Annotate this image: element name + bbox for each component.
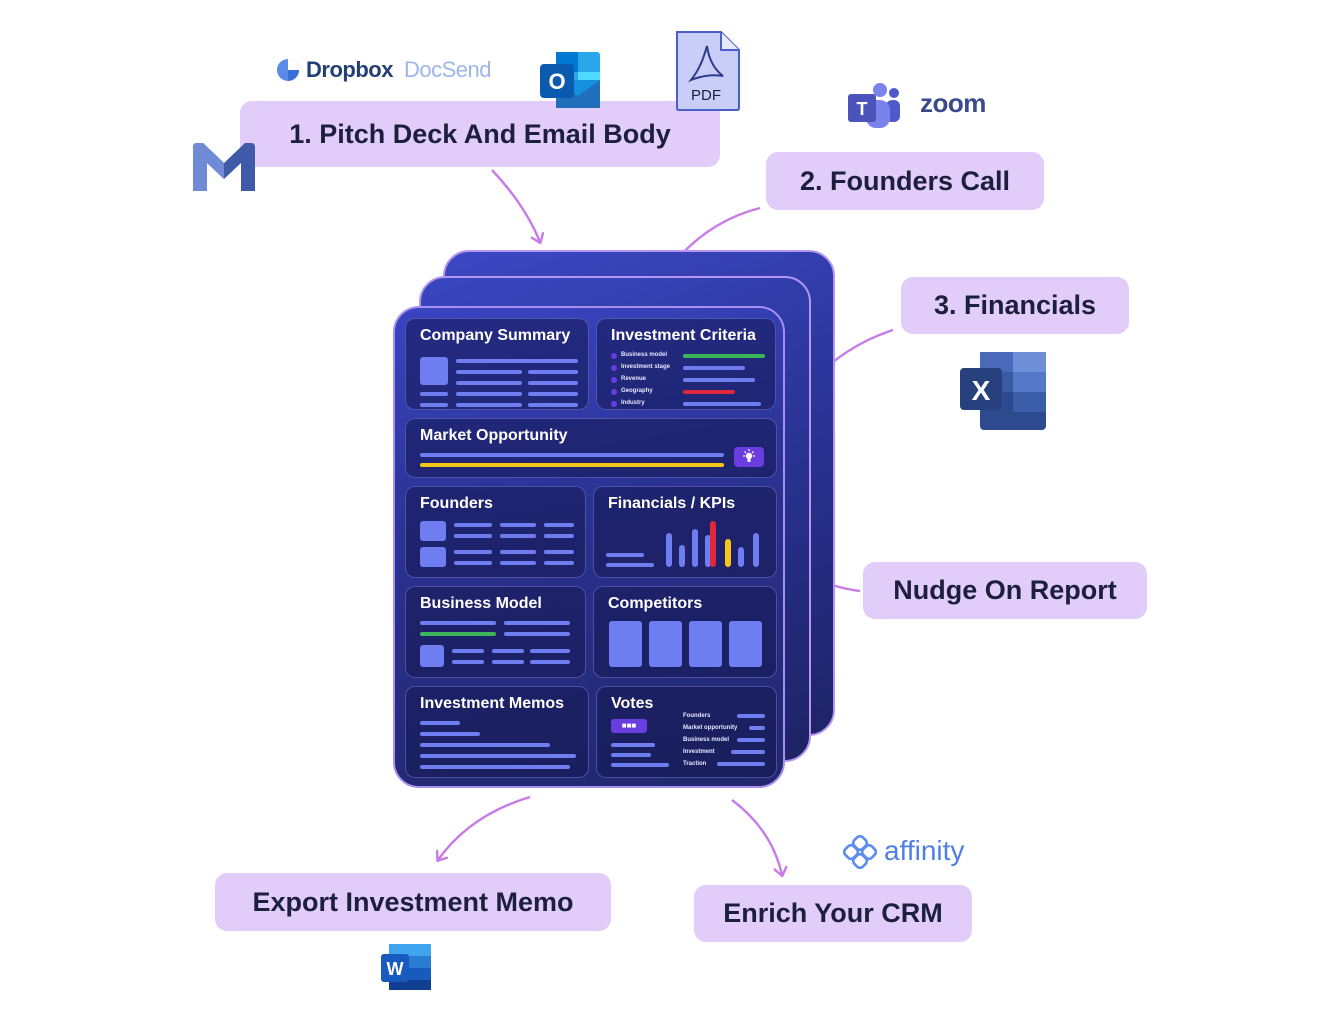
affinity-icon: [843, 835, 877, 869]
zoom-logo: zoom: [920, 88, 986, 118]
step-founders-call: 2. Founders Call: [766, 152, 1044, 210]
docsend-logo: Dropbox DocSend: [276, 56, 516, 84]
outlook-letter: O: [548, 69, 565, 94]
arrow-crm: [731, 799, 782, 875]
card-title: Investment Memos: [420, 695, 565, 712]
outlook-icon: O: [540, 52, 600, 108]
card-investment-criteria: Investment Criteria Business model Inves…: [596, 318, 776, 410]
arrow-export: [438, 795, 531, 860]
step-enrich-crm: Enrich Your CRM: [694, 885, 972, 942]
step-financials: 3. Financials: [901, 277, 1129, 334]
step-pitch-deck: 1. Pitch Deck And Email Body: [240, 101, 720, 167]
word-icon: W: [381, 944, 431, 990]
card-title: Company Summary: [420, 327, 571, 344]
card-founders: Founders: [405, 486, 586, 578]
card-investment-memos: Investment Memos: [405, 686, 589, 778]
excel-icon: X: [960, 352, 1046, 430]
card-votes: Votes ■■■ Founders Market opportunity Bu…: [596, 686, 777, 778]
teams-icon: T: [848, 83, 900, 128]
card-financials-kpis: Financials / KPIs: [593, 486, 777, 578]
card-title: Business Model: [420, 595, 542, 612]
card-market-opportunity: Market Opportunity: [405, 418, 777, 478]
card-title: Votes: [611, 695, 654, 712]
pdf-icon: PDF: [676, 31, 740, 111]
excel-letter: X: [972, 375, 991, 406]
word-letter: W: [387, 959, 404, 979]
docsend-text: DocSend: [404, 57, 492, 82]
card-title: Investment Criteria: [611, 327, 756, 344]
card-title: Market Opportunity: [420, 427, 568, 444]
docsend-icon: [277, 59, 299, 81]
card-title: Founders: [420, 495, 493, 512]
step-export-memo: Export Investment Memo: [215, 873, 611, 931]
dropbox-text: Dropbox: [306, 57, 393, 82]
step-nudge: Nudge On Report: [863, 562, 1147, 619]
pdf-label: PDF: [691, 87, 721, 104]
lightbulb-icon: [734, 447, 764, 467]
report-card: Company Summary Investment Criteria Busi…: [393, 306, 785, 788]
card-competitors: Competitors: [593, 586, 777, 678]
votes-badge: ■■■: [611, 719, 647, 733]
card-business-model: Business Model: [405, 586, 586, 678]
card-title: Financials / KPIs: [608, 495, 736, 512]
affinity-logo: affinity: [884, 835, 965, 866]
teams-letter: T: [857, 99, 868, 119]
arrow-pitch-deck: [491, 169, 540, 242]
gmail-icon: [193, 143, 255, 191]
card-company-summary: Company Summary: [405, 318, 589, 410]
card-title: Competitors: [608, 595, 703, 612]
